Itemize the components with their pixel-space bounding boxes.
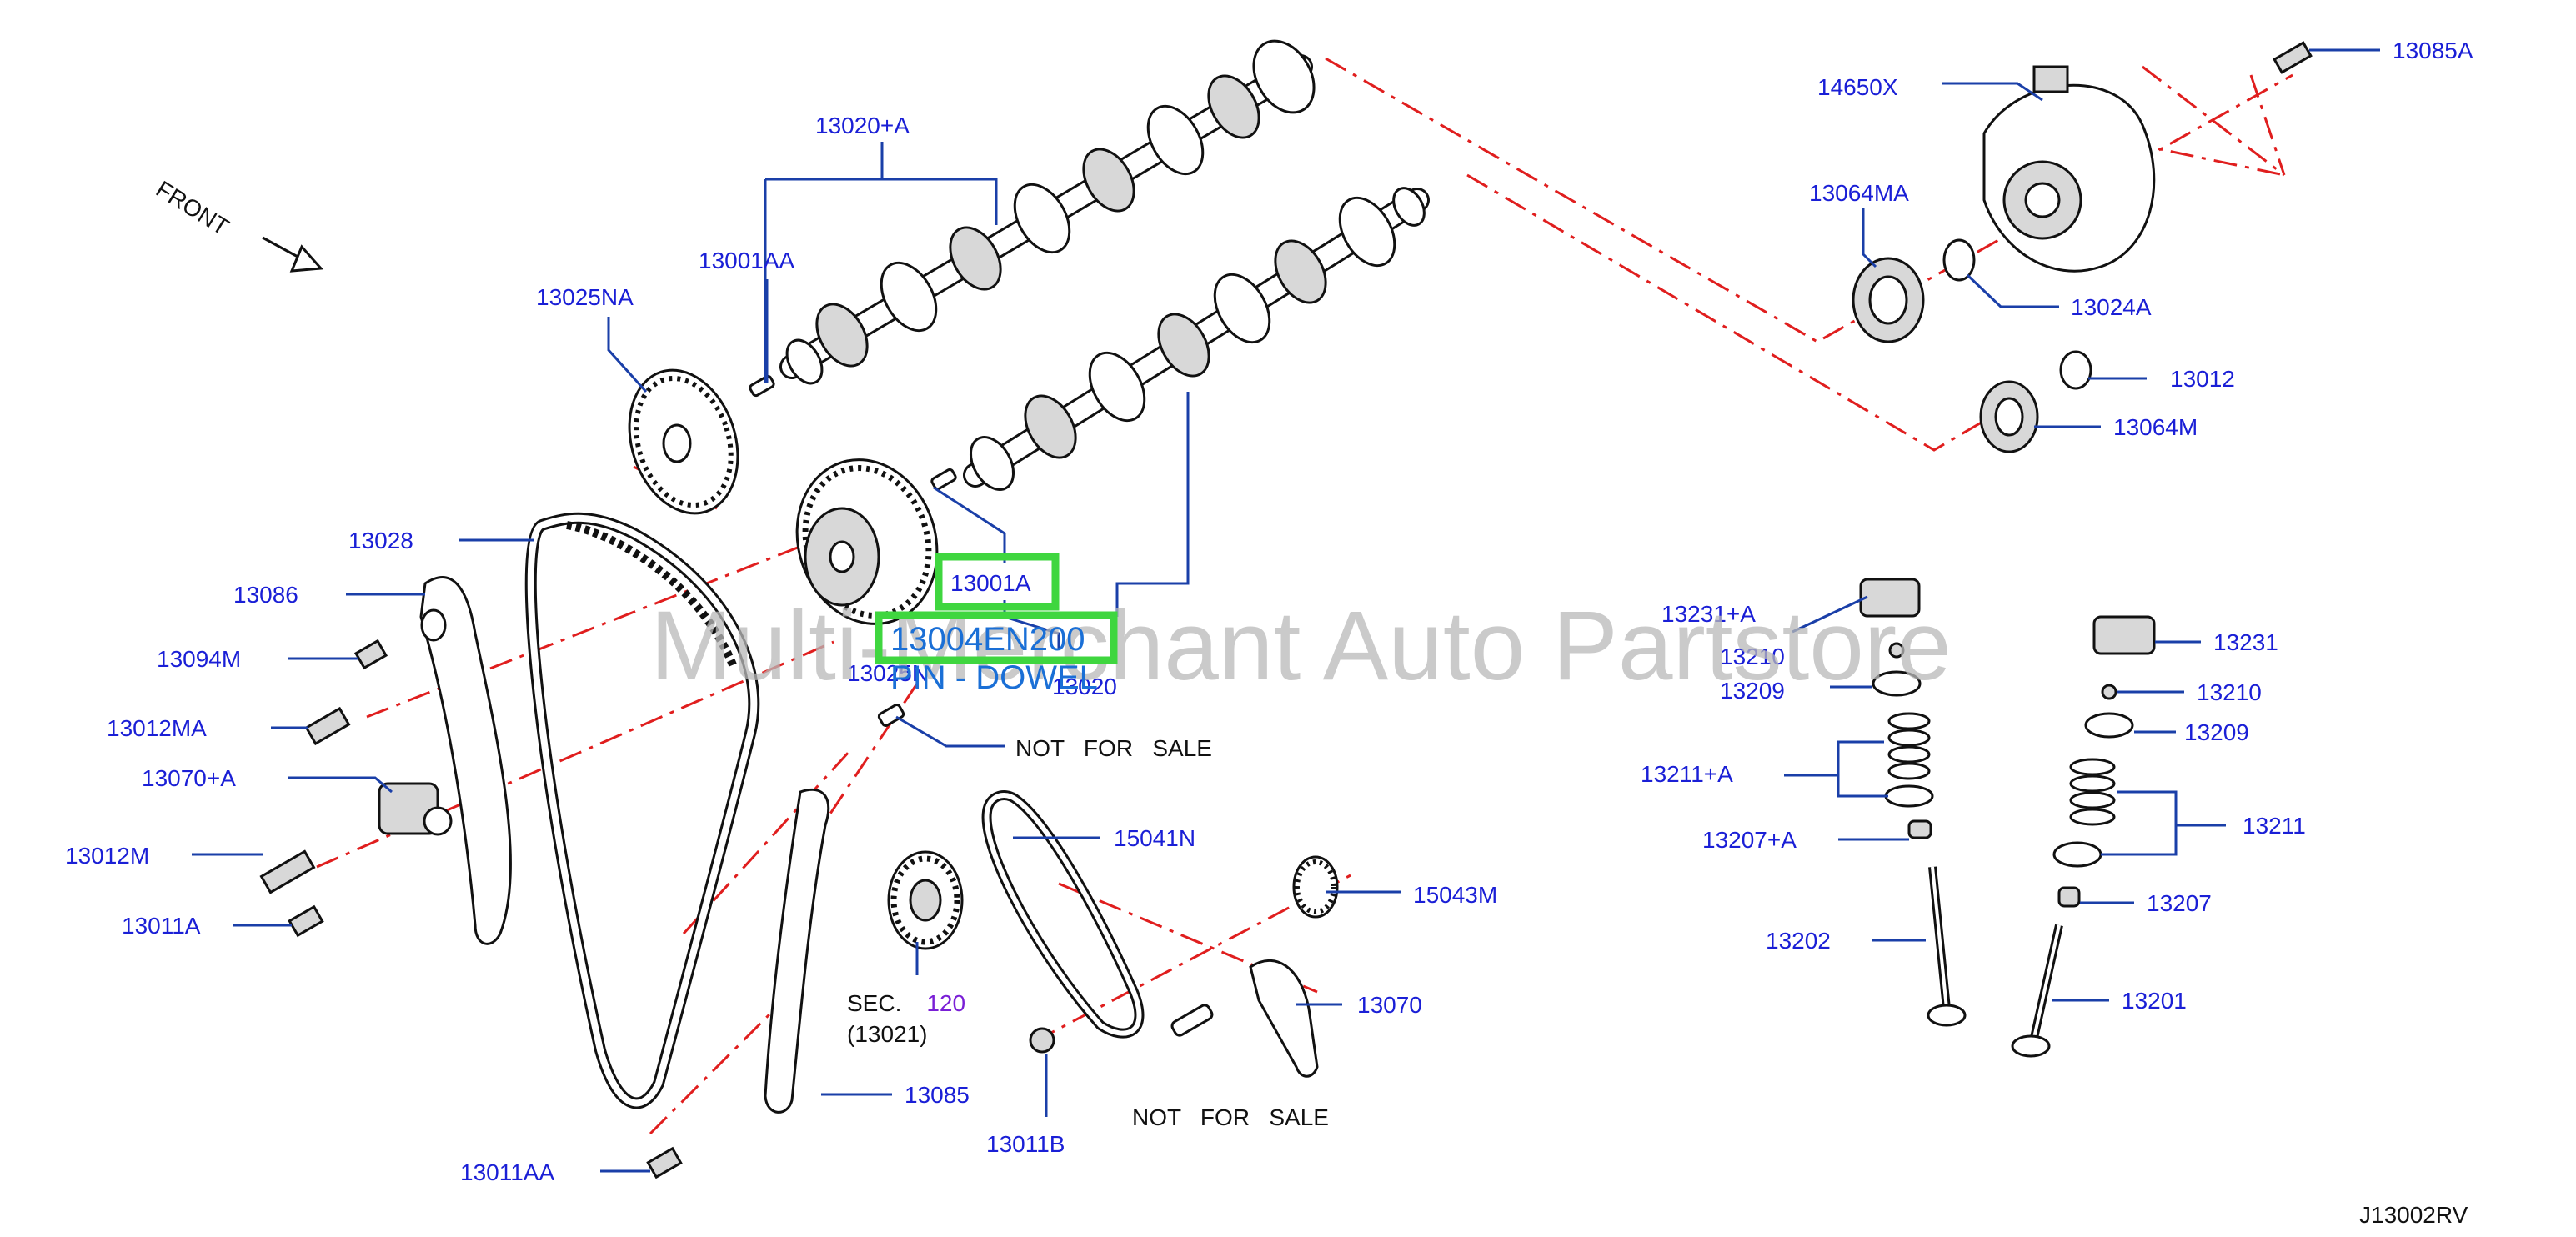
intake-cam-sprocket[interactable] — [776, 442, 958, 643]
label-13028[interactable]: 13028 — [348, 528, 413, 553]
sec-number: 120 — [926, 990, 965, 1016]
label-13020A[interactable]: 13020+A — [815, 113, 910, 138]
label-13012M[interactable]: 13012M — [65, 843, 149, 869]
nut-13011B[interactable] — [1029, 1027, 1055, 1054]
dowel-not-for-sale-lower[interactable] — [1170, 1004, 1214, 1038]
bolt-13011AA[interactable] — [646, 1146, 683, 1179]
label-13207A[interactable]: 13207+A — [1702, 827, 1797, 853]
label-13085[interactable]: 13085 — [905, 1082, 970, 1108]
chain-tensioner-arm[interactable] — [419, 576, 512, 945]
label-13210-left[interactable]: 13210 — [1720, 644, 1785, 669]
label-13201[interactable]: 13201 — [2122, 988, 2187, 1014]
valve-spring-left[interactable] — [1884, 712, 1934, 808]
label-13209-right[interactable]: 13209 — [2184, 719, 2249, 745]
chain-tensioner[interactable] — [378, 782, 453, 836]
oil-pump-chain-tensioner[interactable] — [1249, 959, 1319, 1078]
label-13024A[interactable]: 13024A — [2071, 294, 2152, 320]
label-15041N[interactable]: 15041N — [1114, 825, 1195, 851]
valve-seat-right[interactable] — [2084, 712, 2134, 739]
label-15043M[interactable]: 15043M — [1413, 882, 1497, 908]
label-13207[interactable]: 13207 — [2147, 890, 2212, 916]
front-indicator: FRONT — [152, 176, 324, 273]
front-arrow-icon — [262, 236, 324, 273]
valve-13201[interactable] — [2011, 924, 2063, 1058]
pump-gear-sprocket[interactable] — [1292, 855, 1339, 919]
cam-bracket-13064MA[interactable] — [1852, 257, 1925, 343]
valve-lifter-right[interactable] — [2092, 615, 2156, 655]
label-13011AA[interactable]: 13011AA — [460, 1159, 554, 1185]
valve-spring-right[interactable] — [2052, 758, 2116, 868]
sec-label[interactable]: SEC. 120 — [847, 990, 965, 1016]
label-13209-left[interactable]: 13209 — [1720, 678, 1785, 704]
label-13070A[interactable]: 13070+A — [142, 765, 236, 791]
exhaust-camshaft[interactable] — [779, 30, 1326, 389]
valve-keeper-left[interactable] — [1888, 642, 1905, 659]
watermark: Multi-Merchant Auto Partstore — [650, 591, 1952, 701]
label-13001AA[interactable]: 13001AA — [699, 248, 795, 273]
label-13094M[interactable]: 13094M — [157, 646, 241, 672]
dowel-pin-upper[interactable] — [749, 374, 775, 398]
oil-pump-sprocket[interactable] — [887, 850, 964, 950]
label-13064M[interactable]: 13064M — [2113, 414, 2198, 440]
label-13211A[interactable]: 13211+A — [1641, 761, 1733, 787]
front-label: FRONT — [152, 176, 233, 240]
valve-keeper-right[interactable] — [2101, 684, 2117, 700]
valve-seal-left[interactable] — [1907, 819, 1932, 839]
highlight-box-part[interactable] — [935, 553, 1060, 611]
label-13086[interactable]: 13086 — [233, 582, 298, 608]
bolt-13011A[interactable] — [288, 904, 324, 938]
valve-seat-left[interactable] — [1872, 670, 1922, 697]
label-13025N[interactable]: 13025N — [847, 660, 929, 686]
seal-13012[interactable] — [2059, 350, 2092, 390]
dowel-pin-lower[interactable] — [930, 468, 957, 491]
cam-bracket-13064M[interactable] — [1979, 380, 2039, 453]
diagram-code: J13002RV — [2359, 1202, 2468, 1228]
label-13085A[interactable]: 13085A — [2393, 38, 2473, 63]
bolt-13085A[interactable] — [2273, 41, 2313, 74]
label-13231A[interactable]: 13231+A — [1661, 601, 1756, 627]
sec-sub: (13021) — [847, 1021, 928, 1047]
highlight-part-label[interactable]: 13001A — [950, 570, 1031, 596]
oil-pump-chain[interactable] — [981, 790, 1145, 1039]
part-labels: 13020+A 13001AA 13025NA 13028 13086 1309… — [65, 38, 2473, 1228]
highlight-description: PIN - DOWEL — [890, 659, 1098, 696]
label-13025NA[interactable]: 13025NA — [536, 284, 634, 310]
label-13210-right[interactable]: 13210 — [2197, 679, 2262, 705]
label-14650X[interactable]: 14650X — [1817, 74, 1898, 100]
bolt-13012MA[interactable] — [304, 706, 351, 746]
highlight-box-number[interactable] — [875, 611, 1118, 664]
exhaust-cam-sprocket[interactable] — [612, 356, 755, 528]
valve-13202[interactable] — [1927, 866, 1967, 1027]
label-13012MA[interactable]: 13012MA — [107, 715, 207, 741]
highlighted-part[interactable]: 13001A 13004EN200 PIN - DOWEL — [875, 553, 1118, 696]
bolt-13012M[interactable] — [259, 849, 316, 894]
label-13012[interactable]: 13012 — [2170, 366, 2235, 392]
vacuum-pump[interactable] — [1982, 65, 2156, 273]
intake-camshaft[interactable] — [962, 183, 1431, 497]
label-13011B[interactable]: 13011B — [986, 1131, 1065, 1157]
label-13020[interactable]: 13020 — [1052, 674, 1117, 699]
highlight-part-number[interactable]: 13004EN200 — [890, 621, 1085, 658]
chain-guide[interactable] — [764, 788, 830, 1114]
valve-lifter-left[interactable] — [1859, 578, 1921, 618]
label-13011A[interactable]: 13011A — [122, 913, 201, 939]
timing-chain[interactable] — [524, 512, 760, 1109]
label-13202[interactable]: 13202 — [1766, 928, 1831, 954]
label-13070[interactable]: 13070 — [1357, 992, 1422, 1018]
seal-13024A[interactable] — [1942, 238, 1976, 282]
dowel-not-for-sale-upper[interactable] — [877, 704, 905, 727]
label-13231[interactable]: 13231 — [2213, 629, 2278, 655]
sec-word: SEC. — [847, 990, 901, 1016]
not-for-sale-lower: NOT FOR SALE — [1132, 1104, 1329, 1130]
label-13211[interactable]: 13211 — [2243, 813, 2306, 839]
leader-lines — [192, 48, 2380, 1173]
bolt-13094M[interactable] — [353, 639, 388, 670]
label-13064MA[interactable]: 13064MA — [1809, 180, 1909, 206]
valve-seal-right[interactable] — [2057, 886, 2081, 908]
not-for-sale-upper: NOT FOR SALE — [1015, 735, 1212, 761]
